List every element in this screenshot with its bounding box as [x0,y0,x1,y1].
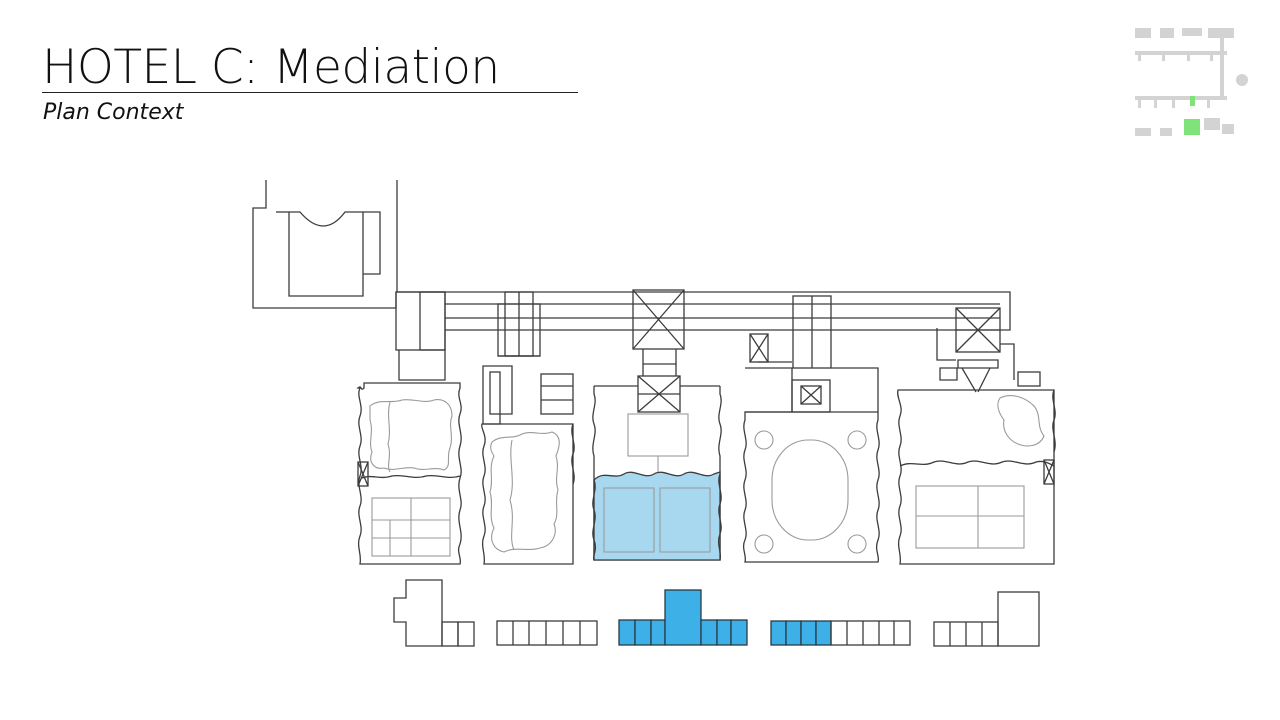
corridor [396,291,1011,331]
key-map [1135,28,1248,136]
entry-block [252,180,398,309]
strip-5 [933,591,1040,647]
title-underline [42,92,578,93]
strip-4 [770,620,911,646]
strip-2 [496,620,598,646]
unit-2 [481,291,575,565]
key-map-active-unit [1184,119,1200,135]
unit-1 [356,291,462,565]
strip-3-highlighted [618,589,748,646]
highlighted-room [593,471,721,561]
strip-1 [393,579,475,647]
unit-5 [897,307,1056,565]
page-title: HOTEL C: Mediation [42,40,500,95]
key-map-active-marker [1190,96,1195,106]
unit-3 [592,289,722,561]
page-subtitle: Plan Context [43,100,184,125]
unit-4 [742,295,880,563]
